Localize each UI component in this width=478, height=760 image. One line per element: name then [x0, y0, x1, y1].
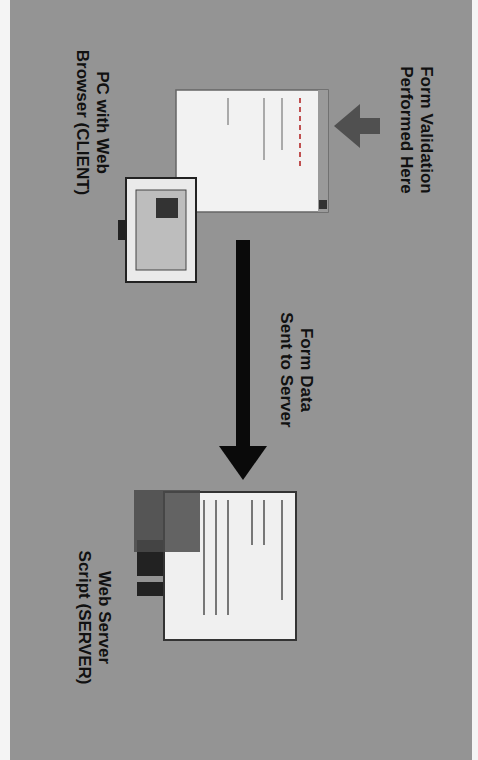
component-node: Web Server Script (SERVER)	[71, 480, 308, 755]
arrow-label: Form Data Sent to Server	[277, 300, 316, 440]
browser-window	[176, 90, 328, 212]
pc-icon	[118, 178, 196, 282]
node-label: PC with Web Browser (CLIENT)	[73, 5, 112, 240]
component-node: PC with Web Browser (CLIENT)	[69, 5, 338, 240]
data-flow-arrow	[219, 240, 267, 480]
pointer-arrow	[334, 104, 380, 148]
server-script-window	[134, 490, 296, 640]
note-label: Form Validation Performed Here	[397, 35, 436, 225]
node-label: Web Server Script (SERVER)	[75, 520, 114, 715]
arrow-shaft	[236, 240, 250, 448]
arrow-head	[219, 446, 267, 480]
